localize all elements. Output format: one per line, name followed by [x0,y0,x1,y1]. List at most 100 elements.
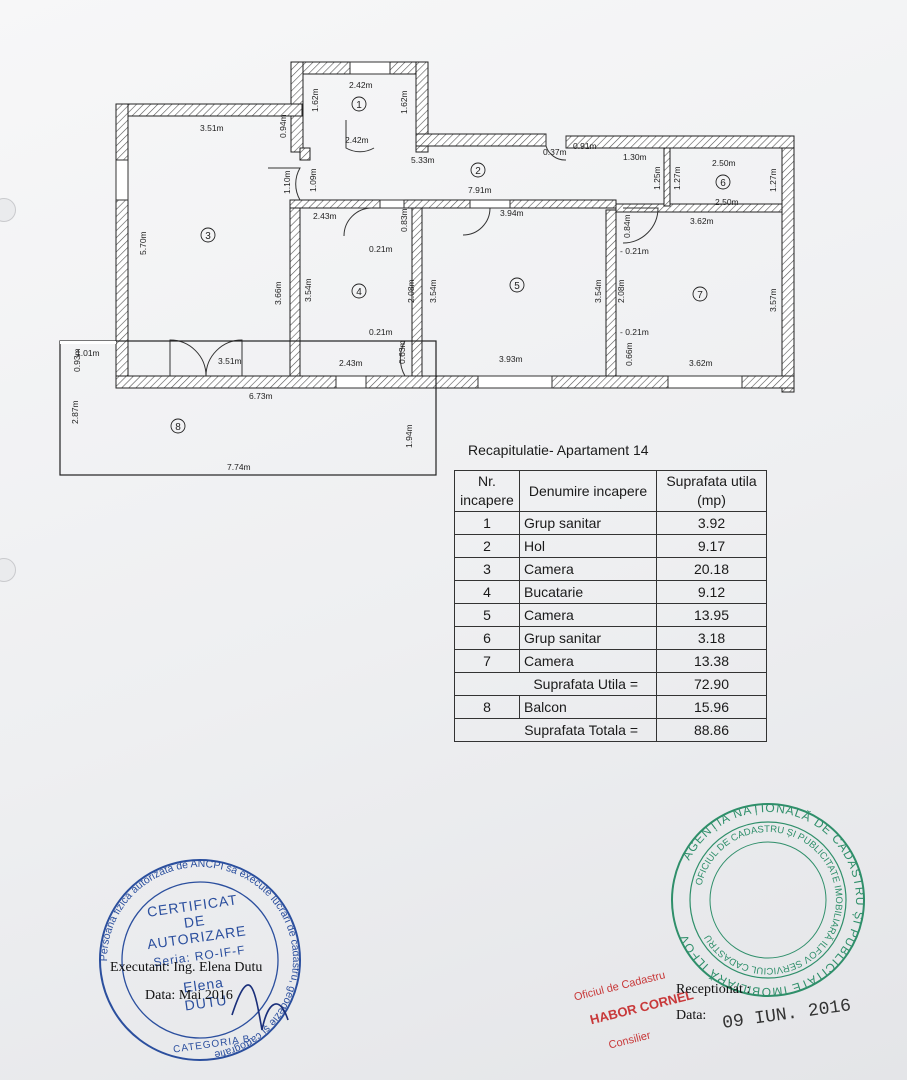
dimension-label: 3.54m [428,279,438,303]
cell-name: Balcon [519,695,657,719]
dimension-label: 2.43m [339,358,363,368]
recap-title: Recapitulatie- Apartament 14 [468,442,649,458]
dimension-label: 1.10m [282,170,292,194]
balcony-outline [59,340,437,476]
cell-name: Camera [519,557,657,581]
header-name: Denumire incapere [519,470,657,512]
cell-area: 15.96 [656,695,767,719]
cell-name: Camera [519,649,657,673]
total-row: Suprafata Totala = 88.86 [454,718,767,742]
executant-label: Executant: Ing. Elena Dutu [110,960,263,975]
dimension-label: 2.42m [349,80,373,90]
dimension-label: 3.62m [689,358,713,368]
dimension-label: 1.25m [652,166,662,190]
dimension-label: 3.93m [499,354,523,364]
dimension-label: 0.66m [624,342,634,366]
cell-area: 20.18 [656,557,767,581]
dimension-label: 3.51m [218,356,242,366]
dimension-label: 2.08m [616,279,626,303]
dimension-label: 2.50m [712,158,736,168]
cell-name: Bucatarie [519,580,657,604]
dimension-label: 3.54m [303,278,313,302]
room-3-label: 3 [205,231,211,242]
dimension-label: 0.21m [369,244,393,254]
date-right-label: Data: [676,1008,707,1023]
table-row: 8 Balcon 15.96 [454,695,767,719]
dimension-label: 1.30m [623,152,647,162]
cell-nr: 3 [454,557,520,581]
dimension-label: 2.43m [313,211,337,221]
dimension-label: 6.73m [249,391,273,401]
cell-nr: 4 [454,580,520,604]
dimension-label: - 0.21m [620,246,649,256]
table-header-row: Nr. incapere Denumire incapere Suprafata… [454,470,767,512]
cell-area: 9.17 [656,534,767,558]
dimension-label: 3.54m [593,279,603,303]
cell-area: 3.92 [656,511,767,535]
dimension-label: 5.70m [138,231,148,255]
recap-table: Nr. incapere Denumire incapere Suprafata… [454,470,767,742]
dimension-labels: 2.42m 2.42m 3.51m 5.33m 0.37m 0.91m 1.30… [76,80,739,472]
room-8-label: 8 [175,422,181,433]
cell-nr: 2 [454,534,520,558]
cell-area: 13.38 [656,649,767,673]
total-value: 88.86 [656,718,767,742]
cell-area: 9.12 [656,580,767,604]
windows [115,61,743,389]
room-5-label: 5 [514,281,520,292]
cell-nr: 6 [454,626,520,650]
cell-area: 3.18 [656,626,767,650]
receptionat-label: Receptionat : [676,982,751,997]
dimension-label: 7.74m [227,462,251,472]
dimension-label: 0.84m [622,214,632,238]
dimension-label: 1.27m [672,166,682,190]
cell-nr: 7 [454,649,520,673]
dimension-label: 2.87m [70,400,80,424]
dimension-label: - 0.21m [620,327,649,337]
dimension-label: 0.94m [278,114,288,138]
room-6-label: 6 [720,178,726,189]
room-1-label: 1 [356,100,362,111]
dimension-label: 3.66m [273,281,283,305]
cell-name: Hol [519,534,657,558]
util-label: Suprafata Utila = [454,672,657,696]
cell-name: Camera [519,603,657,627]
dimension-label: 0.91m [573,141,597,151]
dimension-label: 0.37m [543,147,567,157]
dimension-label: 3.57m [768,288,778,312]
cell-name: Grup sanitar [519,511,657,535]
total-label: Suprafata Totala = [454,718,657,742]
dimension-label: 0.63m [397,340,407,364]
dimension-label: 0.83m [399,208,409,232]
cell-name: Grup sanitar [519,626,657,650]
dimension-label: 3.94m [500,208,524,218]
cell-nr: 8 [454,695,520,719]
dimension-label: 1.94m [404,424,414,448]
dimension-label: 1.09m [308,168,318,192]
room-2-label: 2 [475,166,481,177]
util-row: Suprafata Utila = 72.90 [454,672,767,696]
dimension-label: 2.50m [715,197,739,207]
walls [115,61,795,393]
cell-area: 13.95 [656,603,767,627]
doors [169,120,659,377]
dimension-label: 1.62m [399,90,409,114]
room-markers [170,96,731,434]
cell-nr: 5 [454,603,520,627]
dimension-label: 5.33m [411,155,435,165]
dimension-label: 1.27m [768,168,778,192]
util-value: 72.90 [656,672,767,696]
dimension-label: 1.62m [310,88,320,112]
header-area: Suprafata utila (mp) [656,470,767,512]
vertical-dimension-labels: 1.62m 1.62m 0.94m 1.10m 1.09m 1.25m 1.27… [70,88,778,448]
dimension-label: 2.42m [345,135,369,145]
dimension-label: 2.08m [406,279,416,303]
dimension-label: 0.93m [72,348,82,372]
room-7-label: 7 [697,290,703,301]
